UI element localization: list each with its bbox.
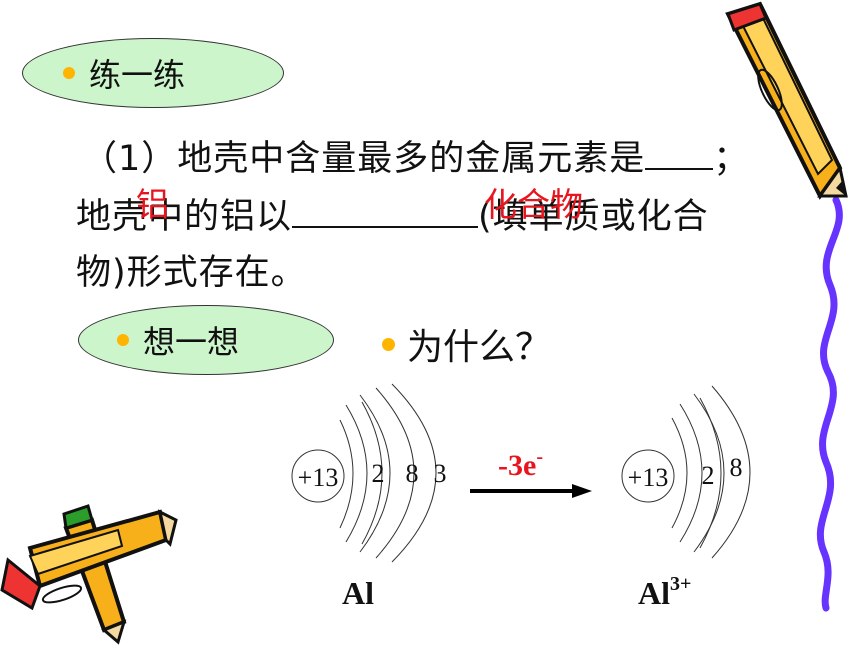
question-text: （1）地壳中含量最多的金属元素是	[82, 139, 646, 179]
bullet-icon	[117, 334, 129, 346]
atom-shells	[339, 383, 437, 563]
question-line-2: 地壳中的铝以 (填单质或化合	[76, 188, 709, 239]
atom-shell-3: 3	[434, 459, 447, 488]
answer-blank-1	[645, 138, 714, 170]
atom-nucleus-charge: +13	[298, 463, 339, 492]
atom-label: Al	[342, 575, 374, 611]
atom-nucleus	[291, 449, 345, 503]
why-label: 为什么？	[407, 327, 552, 368]
practice-label: 练一练	[89, 56, 186, 94]
answer-2: 化合物	[484, 185, 583, 224]
think-pill: 想一想	[78, 305, 334, 375]
question-text: (填单质或化合	[478, 197, 709, 237]
ion-shell-2: 8	[730, 453, 743, 482]
atom-shell-2: 8	[406, 459, 419, 488]
pencil-icon	[725, 1, 848, 200]
atom-shell-1: 2	[372, 459, 385, 488]
question-line-1: （1）地壳中含量最多的金属元素是 ；	[82, 130, 749, 181]
ion-nucleus-charge: +13	[628, 463, 669, 492]
ion-shells	[671, 385, 751, 559]
arrow-label: -3e-	[498, 446, 543, 482]
ion-nucleus	[621, 449, 675, 503]
bullet-icon	[382, 337, 395, 351]
ion-label: Al3+	[638, 573, 691, 611]
reaction-arrow	[470, 484, 592, 498]
question-punct: ；	[713, 139, 750, 179]
question-line-3: 物)形式存在。	[76, 253, 307, 293]
ion-shell-1: 2	[702, 461, 715, 490]
question-text: 地壳中的铝以	[76, 197, 293, 237]
bullet-icon	[63, 67, 75, 79]
crossed-pencils-icon	[0, 504, 178, 645]
answer-1: 铝	[136, 185, 169, 224]
answer-blank-2	[292, 196, 479, 228]
think-label: 想一想	[143, 323, 240, 361]
practice-pill: 练一练	[22, 38, 284, 108]
wavy-line-decoration	[816, 196, 843, 612]
why-prompt: 为什么？	[382, 318, 551, 370]
